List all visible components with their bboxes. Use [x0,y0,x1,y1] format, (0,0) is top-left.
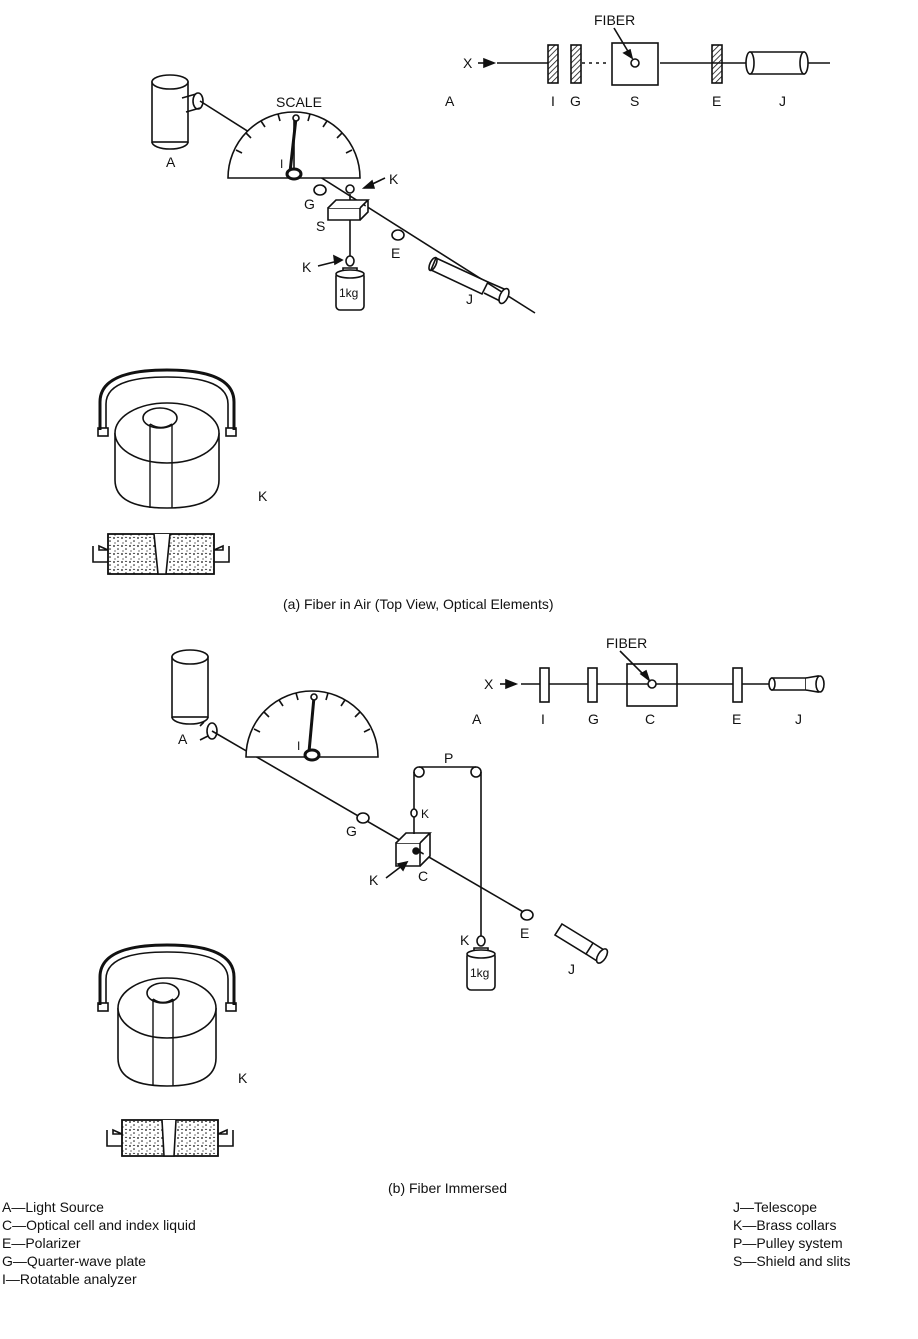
telescope-top-b [768,675,825,693]
polarizer-e-top-a [711,44,723,84]
light-source-b [171,649,218,741]
label-b-top-source: A [472,711,482,727]
label-b-top-x: X [484,676,494,692]
label-b-quarter-wave: G [346,823,357,839]
label-a-collar-detail: K [258,488,268,504]
brass-collar-section-b [106,1119,234,1157]
label-a-top-quarter-wave: G [570,93,581,109]
polarizer-e-top-b [732,667,743,703]
label-a-top-polarizer: E [712,93,721,109]
label-a-analyzer: I [280,157,283,171]
pulley-system-p [410,766,482,936]
legend-item-c: C—Optical cell and index liquid [2,1217,196,1233]
setup-b-top-view [500,650,825,707]
quarter-wave-plate-a [313,184,327,196]
brass-collar-detail-a [97,368,237,509]
label-a-polarizer: E [391,245,400,261]
label-a-collar-top: K [389,171,399,187]
quarter-wave-g-top-a [570,44,582,84]
weight-1kg-a [335,267,365,311]
label-b-collar-top: K [421,807,429,821]
setup-b-perspective [171,649,609,991]
telescope-a [428,256,510,305]
polarizer-b [520,909,534,921]
legend-right: J—Telescope K—Brass collars P—Pulley sys… [733,1198,851,1270]
label-b-source: A [178,731,188,747]
weight-1kg-b [466,947,496,991]
label-a-collar-bottom: K [302,259,312,275]
caption-b: (b) Fiber Immersed [388,1180,508,1196]
legend-item-e: E—Polarizer [2,1235,81,1251]
analyzer-i-top-b [539,667,550,703]
optical-cell-c [395,832,432,867]
label-scale: SCALE [276,94,322,110]
label-b-collar-detail: K [238,1070,248,1086]
label-b-collar-left: K [369,872,379,888]
label-a-source: A [166,154,176,170]
label-b-top-analyzer: I [541,711,545,727]
label-b-collar-bottom: K [460,932,470,948]
scale-protractor-b [245,690,379,762]
label-b-pulley: P [444,750,453,766]
label-b-cell: C [418,868,428,884]
optical-cell-c-top-b [626,663,678,707]
quarter-wave-g-top-b [587,667,598,703]
label-b-telescope: J [568,961,575,977]
label-a-top-telescope: J [779,93,786,109]
setup-a-top-view [478,27,830,86]
label-a-shield: S [316,218,325,234]
legend-item-i: I—Rotatable analyzer [2,1271,137,1287]
polarizer-a [391,229,405,241]
label-a-telescope: J [466,291,473,307]
brass-collar-detail-b [97,943,237,1087]
shield-box-s [327,199,370,221]
legend-item-g: G—Quarter-wave plate [2,1253,146,1269]
label-b-top-quarter-wave: G [588,711,599,727]
optical-axis-b [211,730,533,918]
label-b-top-cell: C [645,711,655,727]
setup-a-perspective [151,74,536,314]
telescope-top-a [745,51,809,75]
legend-item-j: J—Telescope [733,1199,818,1215]
label-a-quarter-wave: G [304,196,315,212]
label-a-fiber: FIBER [594,12,635,28]
label-b-fiber: FIBER [606,635,647,651]
label-b-analyzer: I [297,739,300,753]
label-a-top-source: A [445,93,455,109]
legend-item-s: S—Shield and slits [733,1253,851,1269]
label-b-weight: 1kg [470,966,489,980]
brass-collar-section-a [92,533,230,575]
telescope-b [553,922,609,964]
legend-item-a: A—Light Source [2,1199,104,1215]
analyzer-i-top-a [547,44,559,84]
caption-a: (a) Fiber in Air (Top View, Optical Elem… [283,596,554,612]
legend-item-k: K—Brass collars [733,1217,837,1233]
quarter-wave-plate-b [356,812,370,824]
label-a-weight: 1kg [339,286,358,300]
label-b-polarizer: E [520,925,529,941]
legend-item-p: P—Pulley system [733,1235,843,1251]
label-a-top-analyzer: I [551,93,555,109]
label-b-top-polarizer: E [732,711,741,727]
label-a-top-shield: S [630,93,639,109]
light-source-a [151,74,204,150]
label-b-top-telescope: J [795,711,802,727]
scale-protractor-a [227,111,361,181]
legend-left: A—Light Source C—Optical cell and index … [2,1198,196,1288]
label-a-top-x: X [463,55,473,71]
